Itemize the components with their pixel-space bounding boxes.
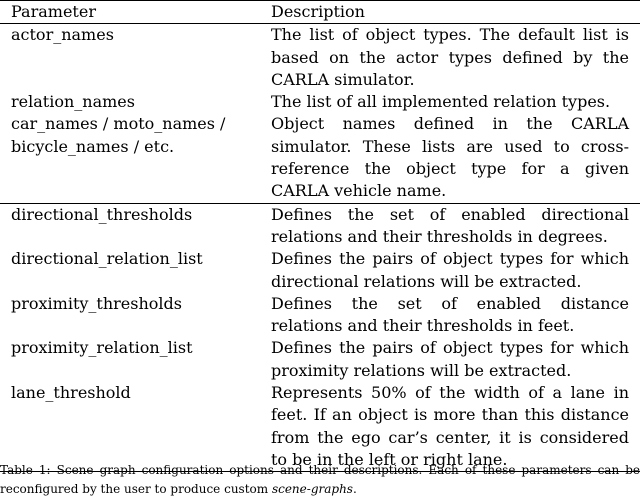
table-row: directional_relation_list Defines the pa… bbox=[0, 248, 640, 293]
caption-label: Table 1: bbox=[0, 463, 51, 477]
param-name: car_names / moto_names / bicycle_names /… bbox=[11, 114, 226, 156]
param-description: Defines the pairs of object types for wh… bbox=[271, 338, 629, 380]
table-row: relation_names The list of all implement… bbox=[0, 91, 640, 113]
param-description: Object names defined in the CARLA simula… bbox=[271, 114, 629, 201]
param-description: Defines the set of enabled distance rela… bbox=[271, 293, 629, 336]
table-header-row: Parameter Description bbox=[0, 0, 640, 25]
table-row: proximity_thresholds Defines the set of … bbox=[0, 293, 640, 338]
param-description: Defines the pairs of object types for wh… bbox=[271, 249, 629, 291]
table-row: car_names / moto_names / bicycle_names /… bbox=[0, 113, 640, 203]
parameter-table: Parameter Description actor_names The li… bbox=[0, 0, 640, 473]
param-name: directional_thresholds bbox=[0, 202, 271, 249]
param-name: proximity_relation_list bbox=[11, 338, 193, 358]
param-description: The list of all implemented relation typ… bbox=[271, 92, 611, 112]
caption-emphasis: scene-graphs bbox=[271, 482, 353, 496]
caption-end: . bbox=[352, 482, 357, 496]
param-name: relation_names bbox=[11, 92, 135, 112]
table-row: directional_thresholds Defines the set o… bbox=[0, 202, 640, 249]
table-row: proximity_relation_list Defines the pair… bbox=[0, 337, 640, 382]
table-caption: Table 1: Scene graph configuration optio… bbox=[0, 461, 640, 499]
param-name: directional_relation_list bbox=[11, 249, 203, 269]
param-name: actor_names bbox=[11, 25, 114, 45]
param-description: The list of object types. The default li… bbox=[271, 25, 629, 89]
table-row: actor_names The list of object types. Th… bbox=[0, 24, 640, 91]
param-name: lane_threshold bbox=[0, 382, 271, 473]
param-description: Defines the set of enabled directional r… bbox=[271, 202, 640, 249]
param-description: Represents 50% of the width of a lane in… bbox=[271, 382, 640, 473]
caption-text: Scene graph configuration options and th… bbox=[0, 463, 640, 496]
header-parameter: Parameter bbox=[0, 0, 271, 25]
header-description: Description bbox=[271, 0, 640, 25]
table-row: lane_threshold Represents 50% of the wid… bbox=[0, 382, 640, 473]
param-name: proximity_thresholds bbox=[11, 293, 182, 313]
